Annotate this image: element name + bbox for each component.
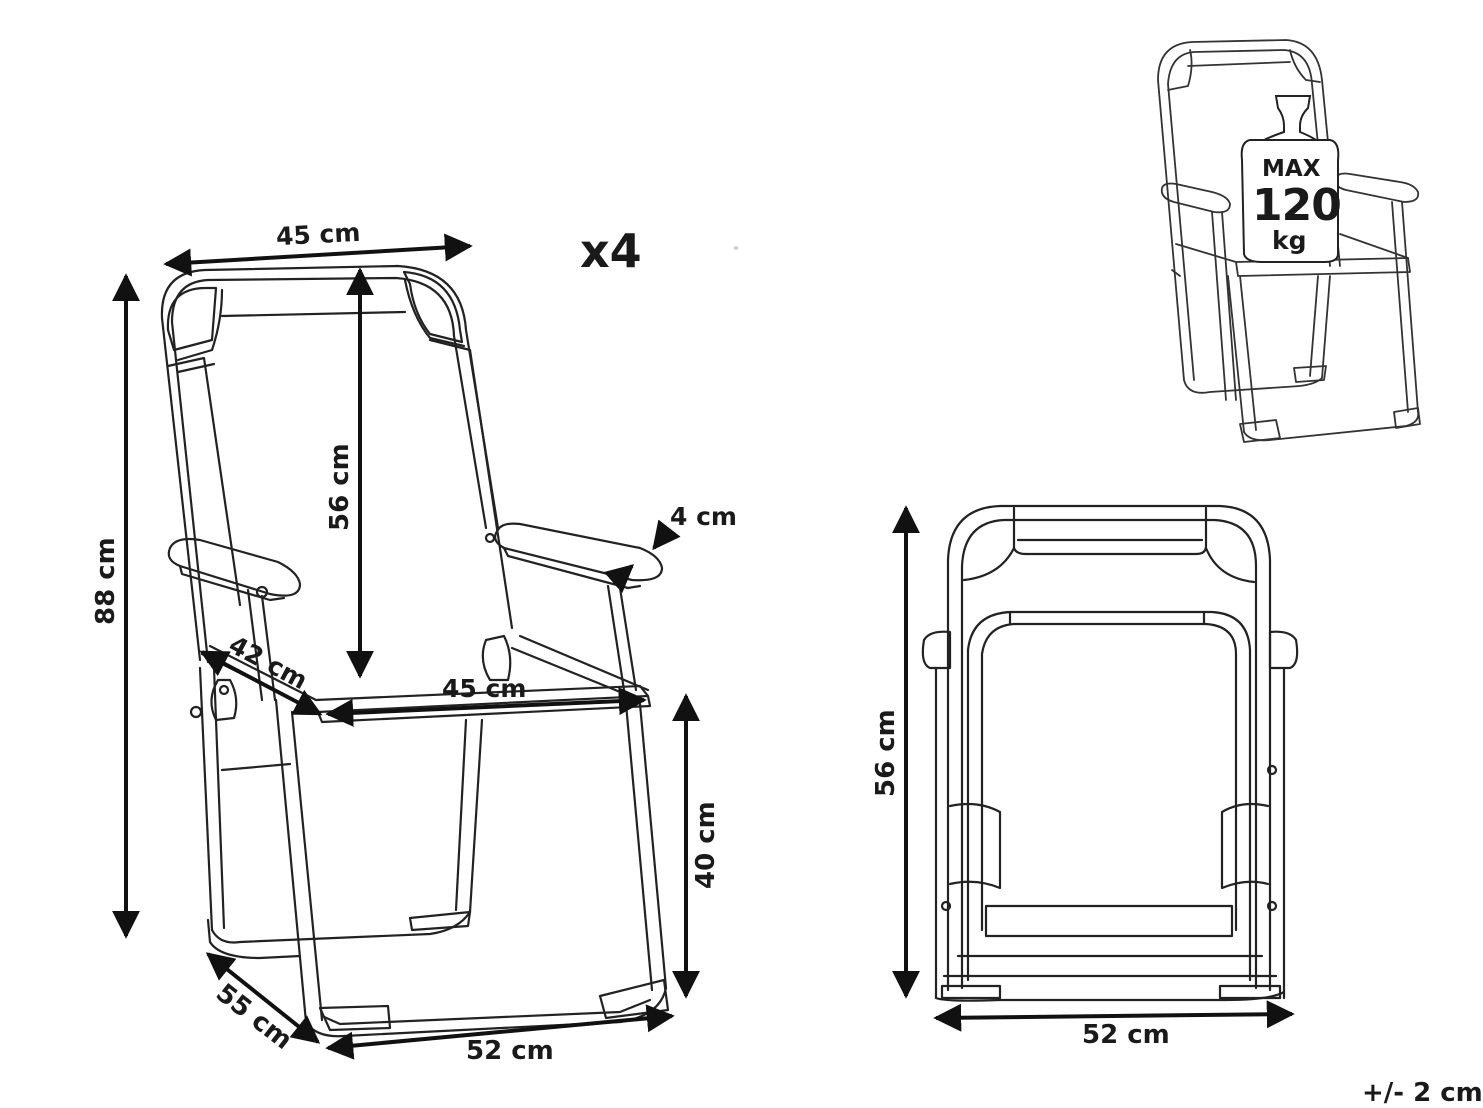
armrest-width-label: 4 cm [670, 502, 737, 531]
folded-width-arrow [933, 1000, 1295, 1032]
back-height-label: 56 cm [325, 443, 355, 531]
seat-width-label: 45 cm [442, 674, 527, 703]
weight-icon [1240, 95, 1340, 263]
back-width-label: 45 cm [275, 217, 362, 252]
max-load-line3: kg [1272, 226, 1307, 255]
base-width-label: 52 cm [466, 1036, 554, 1066]
seat-width-arrow [325, 687, 647, 727]
folded-dimension-arrows [892, 505, 1295, 1032]
chair-diagram [112, 39, 1421, 1060]
speck [734, 246, 738, 250]
max-load-line1: MAX [1262, 156, 1321, 182]
seat-height-label: 40 cm [691, 801, 721, 889]
seat-depth-arrow [199, 650, 323, 716]
base-width-arrow [325, 1004, 675, 1060]
small-chair-drawing [1157, 39, 1421, 443]
tolerance-label: +/- 2 cm [1362, 1078, 1483, 1108]
folded-width-label: 52 cm [1082, 1020, 1170, 1050]
max-load-line2: 120 [1252, 180, 1342, 231]
folded-height-label: 56 cm [871, 709, 901, 797]
back-width-arrow [163, 233, 473, 277]
main-dimension-arrows [112, 233, 700, 1060]
quantity-label: x4 [580, 224, 642, 278]
armrest-width-arrow-2 [603, 564, 635, 594]
folded-chair-drawing [921, 504, 1299, 1002]
total-height-label: 88 cm [91, 537, 121, 625]
armrest-width-arrow [652, 519, 681, 551]
base-depth-arrow [205, 952, 321, 1044]
